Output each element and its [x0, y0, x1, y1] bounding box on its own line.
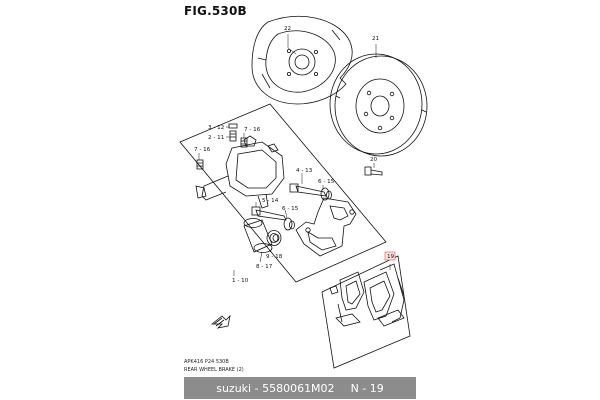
footer-page-number: N - 19	[350, 381, 384, 395]
callout-20: 20	[370, 157, 378, 163]
callout-19: 19	[387, 254, 395, 260]
callout-9-18: 9 - 18	[266, 254, 283, 260]
front-arrow-icon	[210, 314, 231, 329]
caliper-body	[195, 135, 285, 209]
footer-bar: suzuki - 5580061M02 N - 19	[184, 377, 416, 399]
backing-plate-part-22	[251, 15, 353, 105]
callout-7-16-top: 7 - 16	[244, 127, 261, 133]
part-19-highlight	[384, 251, 396, 261]
callout-6-15-top: 6 - 15	[318, 179, 335, 185]
callout-2-11: 2 - 11	[208, 135, 225, 141]
pad-kit-outline	[321, 251, 411, 369]
callout-22: 22	[284, 26, 291, 32]
leader-lines	[198, 34, 391, 276]
figure-title: FIG.530B	[184, 4, 247, 18]
caliper-assembly-outline	[179, 103, 387, 283]
callout-3-12: 3 - 12	[208, 125, 224, 131]
callout-6-15-bottom: 6 - 15	[282, 206, 299, 212]
bleeder-screw	[228, 123, 238, 142]
piston-and-seal	[243, 218, 282, 253]
callout-5-14: 5 - 14	[262, 198, 279, 204]
brake-disc-part-21	[329, 53, 428, 157]
callout-7-16-left: 7 - 16	[194, 147, 211, 153]
callout-4-13: 4 - 13	[296, 168, 313, 174]
callout-8-17: 8 - 17	[256, 264, 273, 270]
callout-labels: 22 21 20 3 - 12 2 - 11 7 - 16 7 - 16 4 -…	[194, 26, 395, 284]
figure-reference-name: REAR WHEEL BRAKE (2)	[184, 367, 244, 373]
caliper-bracket	[295, 197, 357, 257]
footer-part-number: suzuki - 5580061M02	[216, 381, 335, 395]
screw-part-20	[364, 166, 383, 176]
figure-reference-code: APK416 P24 530B	[184, 359, 229, 365]
brake-pads-set	[329, 263, 405, 327]
callout-1-10: 1 - 10	[232, 278, 249, 284]
callout-21: 21	[372, 36, 380, 42]
